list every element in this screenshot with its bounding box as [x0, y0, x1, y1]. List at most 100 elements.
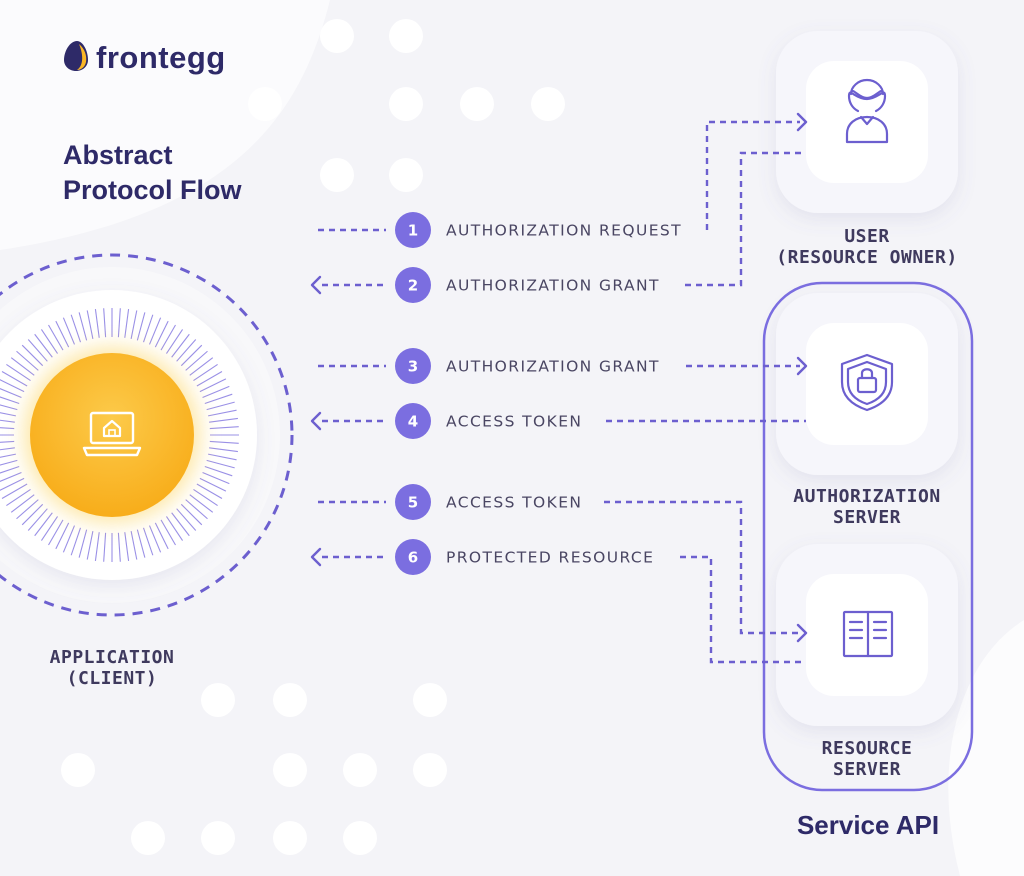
sunburst-tick: [0, 453, 16, 458]
sunburst-tick: [171, 512, 190, 537]
sunburst-tick: [62, 317, 76, 345]
sunburst-tick: [204, 465, 233, 477]
step-5: 5 ACCESS TOKEN: [395, 484, 581, 520]
sunburst-tick: [176, 508, 197, 531]
sunburst-tick: [160, 519, 176, 546]
sunburst-tick: [86, 531, 94, 560]
sunburst-tick: [124, 309, 130, 338]
sunburst-tick: [48, 519, 64, 546]
sunburst-tick: [0, 465, 20, 474]
sunburst-tick: [55, 320, 70, 348]
sunburst-tick: [70, 527, 82, 556]
sunburst-tick: [204, 393, 233, 405]
sunburst-tick: [193, 488, 218, 507]
sunburst-tick: [148, 317, 162, 345]
sunburst-tick: [154, 320, 169, 348]
step-3-number: 3: [408, 358, 418, 376]
step-6-badge: [395, 539, 431, 575]
sunburst-tick: [1, 483, 28, 499]
sunburst-tick: [78, 529, 88, 558]
sunburst-tick: [94, 532, 100, 561]
flow-connectors: [310, 112, 808, 664]
sunburst-tick: [189, 494, 214, 513]
user-label-line2: (RESOURCE OWNER): [776, 247, 957, 268]
sunburst-tick: [136, 312, 146, 341]
step-4-number: 4: [408, 413, 418, 431]
sunburst-tick: [34, 512, 53, 537]
book-icon: [842, 610, 894, 658]
sunburst-tick: [136, 529, 146, 558]
client-node: APPLICATION (CLIENT): [0, 253, 294, 689]
connector-6-right: [680, 555, 806, 664]
sunburst-tick: [199, 378, 227, 393]
client-label-line1: APPLICATION: [50, 647, 175, 668]
sunburst-tick: [209, 417, 238, 423]
sunburst-tick: [0, 477, 25, 491]
sunburst-tick: [70, 314, 82, 343]
sunburst-tick: [0, 396, 20, 405]
sunburst-tick: [206, 401, 235, 411]
step-5-number: 5: [408, 494, 418, 512]
sunburst-tick: [27, 508, 48, 531]
step-6-number: 6: [408, 549, 418, 567]
step-3-badge: [395, 348, 431, 384]
authorization-server-node: AUTHORIZATION SERVER: [776, 293, 958, 528]
arrowhead-3: [796, 356, 808, 376]
sunburst-tick: [180, 344, 203, 367]
sunburst-tick: [206, 459, 235, 469]
auth-server-card: [806, 323, 928, 445]
sunburst-tick: [154, 522, 169, 550]
sunburst-tick: [176, 339, 197, 362]
client-dashed-ring: [0, 253, 294, 617]
sunburst-tick: [160, 324, 176, 351]
frontegg-logo: frontegg: [64, 40, 225, 75]
sunburst-tick: [40, 329, 59, 354]
step-2-number: 2: [408, 277, 418, 295]
sunburst-tick: [6, 363, 31, 382]
sunburst-tick: [209, 426, 239, 430]
sunburst-tick: [16, 350, 39, 371]
sunburst-tick: [62, 525, 76, 553]
resource-server-label-line2: SERVER: [833, 759, 901, 780]
user-label-line1: USER: [844, 226, 889, 247]
resource-server-label-line1: RESOURCE: [822, 738, 913, 759]
sunburst-tick: [0, 412, 16, 417]
step-5-badge: [395, 484, 431, 520]
sunburst-tick: [142, 314, 154, 343]
sunburst-tick: [0, 447, 15, 451]
sunburst-tick: [185, 350, 208, 371]
arrowhead-2: [310, 275, 322, 295]
sunburst-tick: [0, 419, 15, 423]
connector-5-right: [604, 500, 800, 635]
arrowhead-6: [310, 547, 322, 567]
resource-server-node: RESOURCE SERVER: [776, 544, 958, 780]
sunburst-tick: [208, 409, 237, 417]
service-api-label: Service API: [797, 810, 939, 840]
sunburst-tick: [40, 516, 59, 541]
client-sunburst-ring: [0, 308, 239, 562]
client-label-line2: (CLIENT): [67, 668, 158, 689]
sunburst-tick: [185, 499, 208, 520]
sunburst-tick: [48, 324, 64, 351]
connector-1-right: [705, 120, 800, 230]
sunburst-tick: [196, 371, 223, 387]
sunburst-tick: [180, 503, 203, 526]
sunburst-tick: [21, 344, 44, 367]
shield-lock-icon: [840, 353, 894, 412]
sunburst-tick: [78, 312, 88, 341]
sunburst-tick: [130, 310, 138, 339]
user-icon: [845, 78, 889, 144]
step-2-label: AUTHORIZATION GRANT: [446, 277, 660, 295]
sunburst-tick: [117, 532, 121, 562]
sunburst-tick: [10, 357, 35, 376]
sunburst-tick: [1, 371, 28, 387]
step-3-label: AUTHORIZATION GRANT: [446, 358, 660, 376]
sunburst-tick: [0, 388, 22, 399]
sunburst-tick: [189, 357, 214, 376]
arrowhead-4: [310, 411, 322, 431]
sunburst-tick: [196, 483, 223, 499]
step-1-label: AUTHORIZATION REQUEST: [446, 222, 682, 240]
laptop-home-icon: [82, 411, 142, 457]
sunburst-tick: [171, 333, 190, 358]
